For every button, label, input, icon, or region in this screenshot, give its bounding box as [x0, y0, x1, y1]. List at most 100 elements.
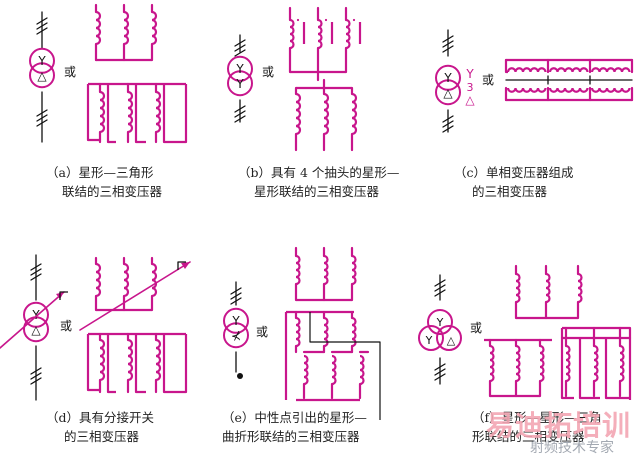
neutral-terminal-dot [237, 373, 243, 379]
star-symbol: Y [465, 67, 474, 81]
phase-hash-mark [234, 44, 246, 52]
secondary-coil-a [127, 90, 134, 134]
symbol-f-circle [418, 325, 444, 351]
phase-hash-mark [434, 368, 446, 376]
primary-coil-c [548, 67, 589, 73]
winding-symbol: △ [37, 69, 47, 83]
phase-hash-mark [36, 22, 48, 30]
primary-coil-d [123, 262, 130, 298]
phase-hash-mark [230, 292, 242, 300]
caption-b-line1: （b）具有 4 个抽头的星形— [238, 165, 400, 180]
tertiary-coil-f [565, 344, 571, 383]
primary-coil-e [351, 254, 357, 286]
caption-d-line1: （d）具有分接开关 [46, 410, 155, 425]
caption-b: （b）具有 4 个抽头的星形— 星形联结的三相变压器 [238, 163, 399, 201]
or-label-f: 或 [470, 321, 482, 335]
phase-hash-mark [36, 119, 48, 127]
winding-symbol: Y [31, 308, 40, 322]
primary-coil-d [95, 262, 102, 298]
phase-hash-mark [442, 40, 454, 48]
delta-link [106, 84, 116, 144]
winding-symbol: Y [235, 77, 244, 91]
phase-hash-mark [442, 45, 454, 53]
delta-wire [86, 334, 100, 392]
caption-b-line2: 星形联结的三相变压器 [254, 184, 380, 199]
caption-d-line2: 的三相变压器 [64, 429, 140, 444]
phase-hash-mark [36, 17, 48, 25]
phase-hash-mark [30, 377, 42, 385]
phase-hash-mark [36, 109, 48, 117]
star-symbol: Y [436, 316, 444, 329]
phase-hash-mark [234, 105, 246, 113]
symbol-a-circle [29, 62, 55, 89]
phase-hash-mark [36, 27, 48, 35]
primary-coil-a [123, 10, 130, 46]
phase-hash-mark [442, 120, 454, 128]
primary-coil-b [345, 18, 351, 50]
caption-c-line2: 的三相变压器 [472, 184, 548, 199]
phase-hash-mark [442, 125, 454, 133]
phase-hash-mark [442, 35, 454, 43]
delta-link [560, 328, 574, 400]
watermark-brand: 易迪拓培训 [486, 409, 632, 442]
neutral-lead [309, 312, 381, 420]
caption-e-line1: （e）中性点引出的星形— [222, 410, 367, 425]
phase-hash-mark [234, 115, 246, 123]
secondary-coil-d [155, 338, 162, 382]
caption-f: （f）星形—星形—三角 形联结的三相变压器 [472, 410, 602, 446]
secondary-coil-a [99, 90, 106, 134]
primary-coil-f [545, 272, 551, 304]
winding-symbol: Y [231, 314, 240, 328]
or-label-d: 或 [60, 319, 72, 333]
zigzag-coil-lower [331, 354, 337, 386]
delta-return [162, 84, 188, 144]
winding-symbol: Y [443, 71, 452, 85]
symbol-e-circle [223, 322, 249, 349]
phase-hash-mark [434, 373, 446, 381]
secondary-coil-c [506, 87, 547, 93]
phase-hash-mark [442, 115, 454, 123]
winding-symbol: Y [235, 62, 244, 76]
tap-changer-arrow-head [181, 262, 190, 269]
phase-hash-mark [230, 297, 242, 305]
symbol-f-circle [436, 325, 462, 351]
symbol-c-circle [435, 64, 461, 91]
delta-link [578, 338, 600, 400]
caption-c-line1: （c）单相变压器组成 [454, 165, 574, 180]
symbol-a-circle [29, 47, 55, 74]
phase-hash-mark [234, 110, 246, 118]
phase-hash-mark [434, 289, 446, 297]
winding-symbol: Y [37, 54, 46, 68]
zigzag-coil-upper [323, 316, 329, 348]
primary-coil-d [151, 262, 158, 298]
caption-a-line1: （a）星形—三角形 [46, 165, 154, 180]
symbol-f-circle [427, 309, 453, 335]
primary-coil-e [295, 254, 301, 286]
secondary-coil-c [548, 87, 589, 93]
secondary-coil-b [351, 92, 358, 136]
or-label-c: 或 [482, 73, 494, 87]
tertiary-bus-f [562, 326, 632, 400]
primary-coil-c [590, 67, 631, 73]
delta-return [162, 334, 188, 394]
secondary-coil-f [489, 344, 495, 383]
symbol-d-circle [23, 301, 49, 328]
secondary-coil-f [539, 344, 545, 383]
secondary-coil-d [127, 338, 134, 382]
star-symbol: Y [425, 334, 433, 347]
phase-hash-mark [434, 279, 446, 287]
primary-coil-b [317, 18, 323, 50]
symbol-e-circle [223, 307, 249, 334]
primary-coil-f [515, 272, 521, 304]
symbol-b-circle [227, 55, 253, 82]
tap-changer-mark [59, 291, 68, 300]
phase-hash-mark [230, 287, 242, 295]
primary-coil-f [577, 272, 583, 304]
zigzag-coil-lower [303, 354, 309, 386]
primary-coil-e [323, 254, 329, 286]
or-label-a: 或 [64, 65, 76, 79]
primary-coil-c [506, 67, 547, 73]
phase-hash-mark [30, 367, 42, 375]
phase-hash-mark [234, 39, 246, 47]
tertiary-coil-f [619, 344, 625, 383]
